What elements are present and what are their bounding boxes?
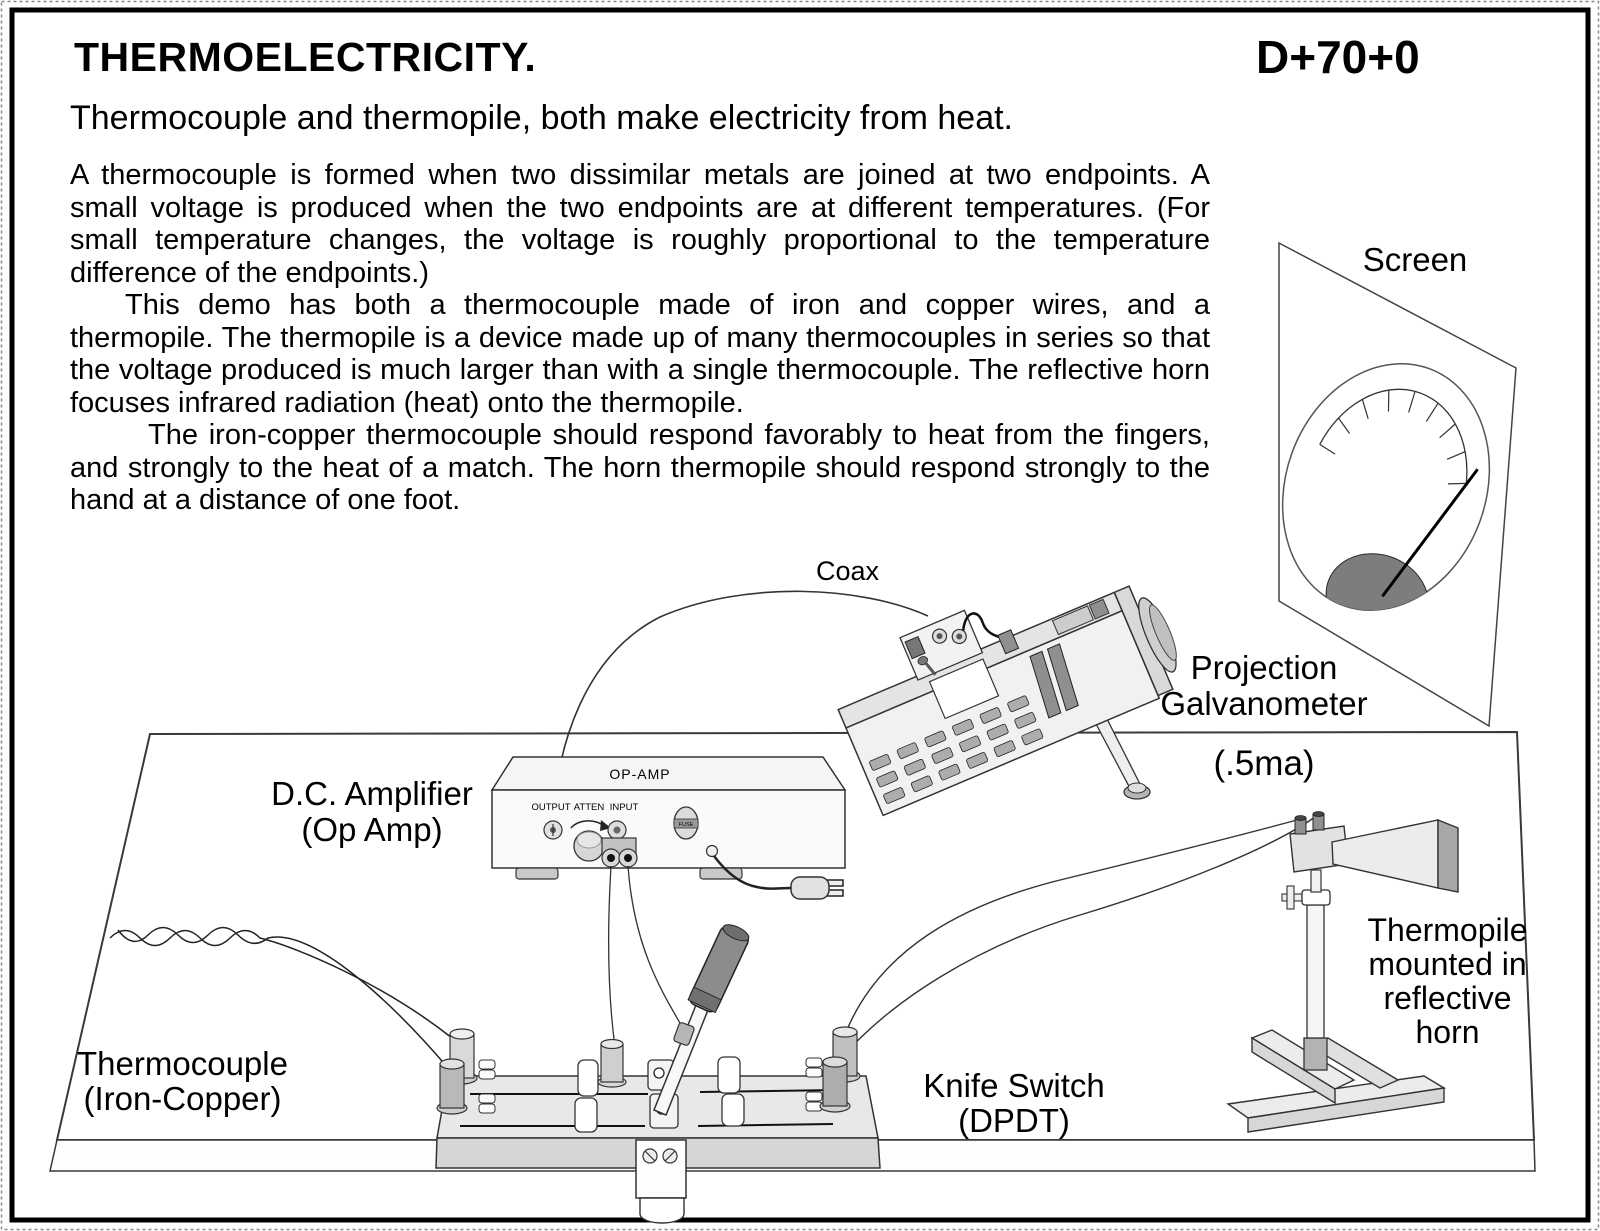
contact-clips [478,1057,823,1114]
paragraph-1: A thermocouple is formed when two dissim… [70,159,1210,289]
thermocouple-label: Thermocouple (Iron-Copper) [77,1045,288,1117]
coax-label: Coax [816,556,880,586]
power-cord-outlet [705,844,719,858]
opamp-top-label: OP-AMP [609,766,670,782]
input-wire [627,865,685,1031]
amplifier-label: D.C. Amplifier (Op Amp) [271,775,473,848]
switch-keepers [574,1056,745,1133]
stand-base [1226,1029,1447,1133]
switch-handle [687,924,750,1014]
mounting-bracket [635,1139,687,1224]
op-amp-box: OP-AMP OUTPUT ATTEN INPUT FUSE [490,756,847,880]
thermocouple-wires [109,926,453,1069]
opamp-input-label: INPUT [610,802,639,813]
coax-connector [904,635,926,660]
stand-rod [1306,904,1325,1039]
knife-switch [435,924,881,1224]
projected-meter-face [1281,363,1491,640]
galvanometer-slot [1029,650,1062,719]
galvanometer-leg [1094,714,1151,800]
projection-screen [1278,241,1517,728]
vent-slots [869,695,1044,804]
page-title: THERMOELECTRICITY. [74,34,537,80]
thermopile-label: Thermopile mounted in reflective horn [1367,912,1528,1050]
demo-code: D+70+0 [1256,31,1420,83]
galvanometer-terminal-block [899,609,1020,681]
thermopile-stand [1226,811,1459,1133]
description-text: A thermocouple is formed when two dissim… [70,159,1210,517]
opamp-output-label: OUTPUT [531,802,570,813]
galvanometer-slot [1046,643,1079,712]
input-wire [608,865,616,1048]
reflective-horn [1331,818,1459,893]
paragraph-3: The iron-copper thermocouple should resp… [70,419,1210,516]
stand-collar [1303,1037,1328,1071]
lever-jaw [673,1022,695,1046]
thermopile-wire [837,816,1316,1063]
knife-switch-label: Knife Switch (DPDT) [923,1067,1105,1139]
power-cord [713,855,844,900]
thermopile-wire [845,819,1298,1033]
galvanometer-rating-label: (.5ma) [1213,744,1315,783]
galvanometer-label-plate [928,658,1000,720]
page-subtitle: Thermocouple and thermopile, both make e… [70,99,1014,137]
power-plug [790,876,830,900]
paragraph-2: This demo has both a thermocouple made o… [70,289,1210,419]
screen-label: Screen [1362,241,1468,278]
page-border [9,7,1591,1223]
meter-scale-ticks [1319,390,1467,485]
projection-galvanometer [837,585,1177,817]
thermopile-binding-posts [1294,811,1325,835]
opamp-atten-label: ATTEN [574,802,605,813]
coax-cable [552,590,929,827]
binding-posts [436,1026,861,1115]
meter-needle [1381,468,1479,598]
terminal-jumper-wire [961,612,1003,640]
galvanometer-label: Projection Galvanometer [1160,649,1368,722]
fuse-label: FUSE [679,822,694,828]
